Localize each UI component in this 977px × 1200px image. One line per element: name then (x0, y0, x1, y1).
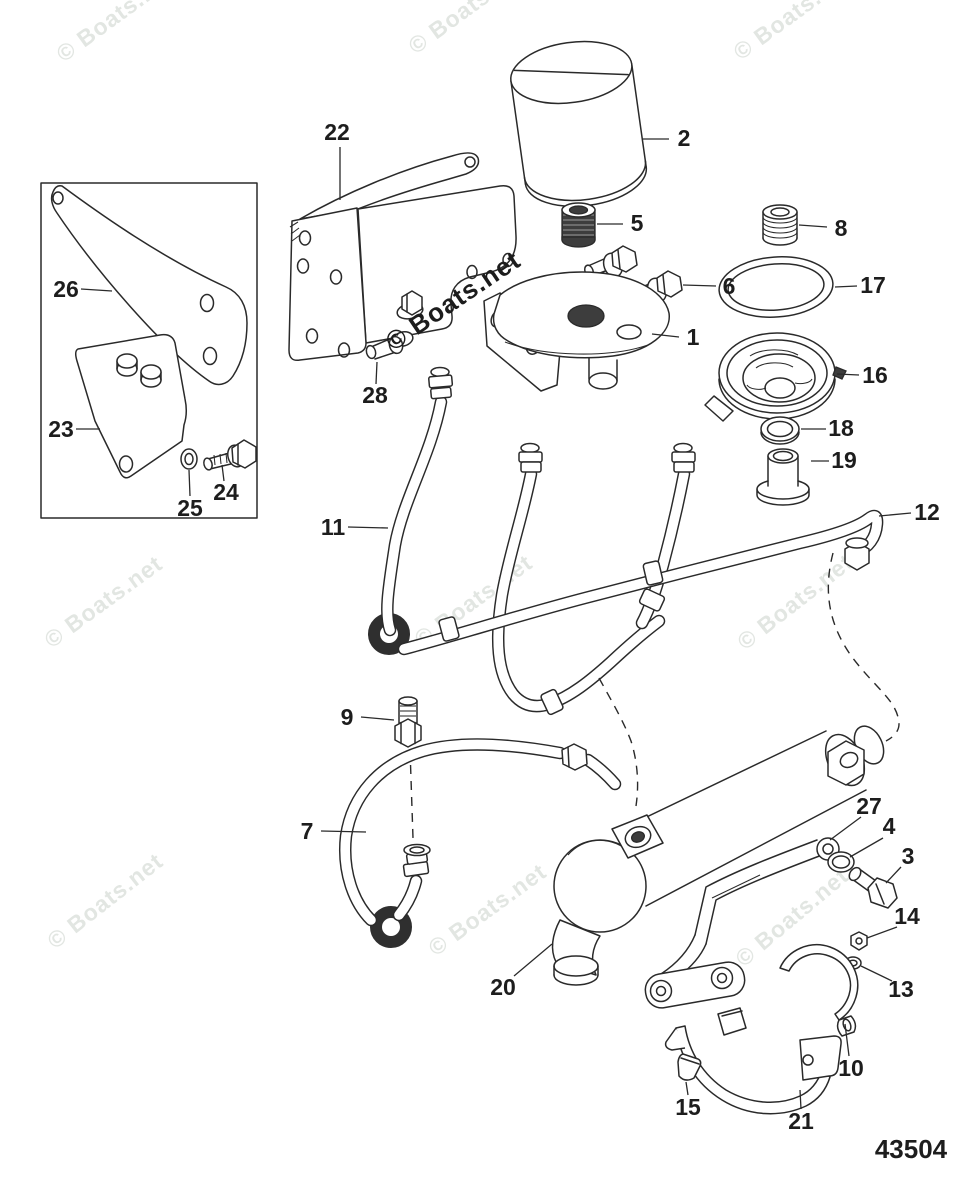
leader-line-1 (651, 333, 680, 338)
bracket-part-22 (288, 152, 517, 362)
seal-ring-part-17 (718, 256, 834, 318)
part-number-label-25: 25 (177, 495, 203, 521)
alignment-dash-12 (827, 552, 900, 742)
part-number-label-6: 6 (723, 273, 736, 299)
bolt-part-3 (848, 866, 898, 909)
bolt-part-24 (203, 439, 257, 471)
watermark-text: © Boats.net (403, 0, 531, 59)
sleeve-part-19 (756, 448, 810, 506)
bracket-part-26 (50, 185, 248, 386)
part-number-label-22: 22 (324, 119, 350, 145)
leader-line-28 (375, 361, 378, 385)
leader-line-4 (849, 837, 884, 858)
part-number-label-27: 27 (856, 793, 882, 819)
fitting-part-5 (561, 202, 596, 248)
part-number-label-18: 18 (828, 415, 854, 441)
fitting-part-8 (762, 204, 798, 246)
fitting-part-9 (394, 696, 422, 748)
leader-line-14 (866, 926, 898, 939)
part-number-label-11: 11 (321, 514, 346, 540)
hose-part-7 (339, 738, 622, 948)
leader-line-13 (860, 965, 893, 982)
hose-right (635, 442, 696, 630)
part-number-label-19: 19 (831, 447, 857, 473)
washer-part-25 (180, 448, 198, 470)
watermark-text: © Boats.net (42, 848, 168, 954)
part-number-label-7: 7 (301, 818, 314, 844)
bolt-part-6c (396, 290, 424, 320)
part-number-label-9: 9 (341, 704, 354, 730)
filter-bracket-part-1 (483, 271, 670, 392)
part-number-label-13: 13 (888, 976, 914, 1002)
cover-part-16 (704, 332, 847, 422)
hose-12-nut (844, 541, 870, 571)
leader-line-24 (221, 464, 225, 482)
clamp-part-10 (779, 944, 859, 1037)
part-number-label-24: 24 (213, 479, 239, 505)
part-number-label-26: 26 (53, 276, 79, 302)
alignment-dash-hose (598, 677, 639, 807)
leader-line-11 (347, 526, 389, 529)
leader-line-8 (798, 224, 828, 228)
part-number-label-20: 20 (490, 974, 516, 1000)
part-number-label-16: 16 (862, 362, 888, 388)
leader-line-21 (799, 1089, 802, 1110)
inset-box (40, 182, 258, 519)
part-number-label-15: 15 (675, 1094, 701, 1120)
part-number-label-1: 1 (687, 324, 700, 350)
watermark-text: © Boats.net (39, 550, 167, 653)
part-number-label-21: 21 (788, 1108, 814, 1134)
leader-line-10 (844, 1023, 850, 1057)
bracket-part-23 (74, 333, 188, 479)
clamp-part-21 (664, 1007, 842, 1115)
leader-line-25 (188, 469, 191, 497)
part-number-label-17: 17 (860, 272, 886, 298)
nut-part-14 (850, 931, 868, 951)
part-number-label-5: 5 (631, 210, 644, 236)
bolt-part-15 (677, 1053, 702, 1081)
leader-line-7 (320, 830, 367, 833)
leader-line-17 (834, 285, 858, 288)
watermark-text: © Boats.net (728, 0, 856, 65)
leader-line-15 (685, 1081, 689, 1096)
leader-line-27 (829, 816, 862, 841)
part-number-label-2: 2 (678, 125, 691, 151)
diagram-id-number: 43504 (875, 1134, 948, 1164)
oil-cooler-part-20 (551, 725, 885, 986)
leader-line-6 (682, 284, 717, 287)
watermark-text: © Boats.net (51, 0, 179, 67)
leader-line-26 (80, 288, 113, 292)
hose-middle (491, 442, 666, 716)
leader-line-20 (513, 943, 553, 977)
support-bracket-part-27 (644, 837, 840, 1009)
watermark-text: © Boats.net (423, 858, 551, 961)
leader-line-12 (878, 512, 912, 517)
part-number-label-12: 12 (914, 499, 940, 525)
seal-part-18 (760, 416, 800, 445)
part-number-label-4: 4 (883, 813, 896, 839)
leader-line-3 (885, 866, 902, 884)
part-number-label-23: 23 (48, 416, 74, 442)
pin-part-28 (365, 331, 414, 360)
alignment-dash-9 (409, 748, 414, 839)
part-number-label-10: 10 (838, 1055, 864, 1081)
o-ring-part-4 (827, 851, 855, 873)
oil-filter-part-2 (510, 40, 648, 208)
leader-line-9 (360, 716, 395, 721)
artwork-layer (40, 40, 900, 1115)
part-number-label-28: 28 (362, 382, 388, 408)
part-number-label-8: 8 (835, 215, 848, 241)
part-number-label-3: 3 (902, 843, 915, 869)
hose-part-11-12 (368, 366, 884, 656)
part-number-label-14: 14 (894, 903, 920, 929)
leader-line-16 (836, 373, 860, 376)
watermark-text: © Boats.net (732, 549, 858, 655)
